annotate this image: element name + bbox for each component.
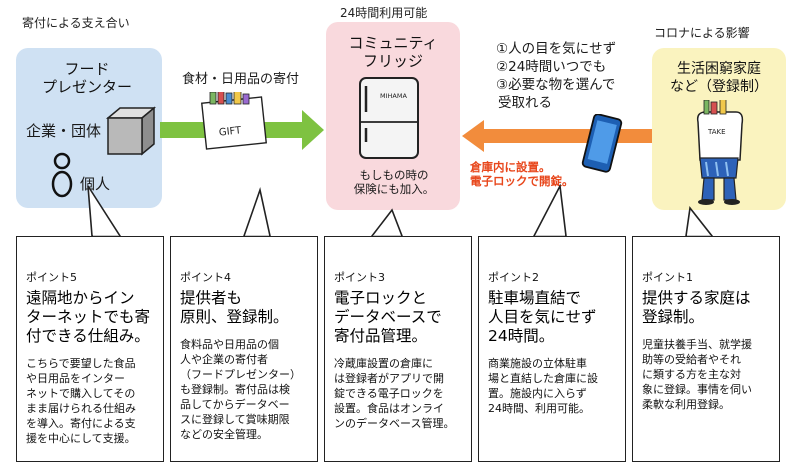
fridge-title: コミュニティ フリッジ (348, 34, 438, 70)
card-point-label: ポイント2 (488, 271, 539, 284)
donation-label: 食材・日用品の寄付 (182, 72, 300, 87)
fridge-brand: MIHAMA (380, 92, 407, 100)
left-caption: 寄付による支え合い (22, 16, 130, 30)
fridge-icon: MIHAMA (359, 77, 419, 159)
card-point-label: ポイント3 (334, 271, 385, 284)
donation-arrow: GIFT (160, 92, 324, 150)
center-caption: 24時間利用可能 (340, 6, 428, 20)
right-caption: コロナによる影響 (654, 26, 750, 40)
shopper-figure-icon: TAKE (696, 100, 744, 205)
point-card-5: ポイント5 遠隔地からイン ターネットでも寄 付できる仕組み。 こちらで要望した… (16, 236, 164, 462)
bag-text: TAKE (707, 128, 726, 136)
household-title: 生活困窮家庭 など（登録制） (670, 61, 768, 95)
food-presenter-title: フード プレゼンター (41, 60, 132, 96)
card-body: 商業施設の立体駐車 場と直結した倉庫に設 置。施設内に入らず 24時間、利用可能… (488, 357, 598, 415)
usage-item: ③必要な物を選んで (496, 77, 616, 93)
card-headline: 電子ロックと データベースで 寄付品管理。 (334, 289, 442, 345)
card-body: こちらで要望した食品 や日用品をインター ネットで購入してその まま届けられる仕… (26, 357, 136, 445)
usage-item: 受取れる (498, 95, 552, 111)
usage-item: ①人の目を気にせず (496, 41, 617, 57)
storage-note-line: 電子ロックで開錠。 (470, 174, 574, 188)
card-headline: 遠隔地からイン ターネットでも寄 付できる仕組み。 (26, 289, 151, 345)
card-headline: 提供する家庭は 登録制。 (642, 289, 751, 326)
card-point-label: ポイント4 (180, 271, 231, 284)
smartphone-icon (581, 114, 623, 173)
org-label: 企業・団体 (26, 122, 102, 140)
point-card-3: ポイント3 電子ロックと データベースで 寄付品管理。 冷蔵庫設置の倉庫に は登… (324, 236, 472, 462)
person-icon (51, 152, 73, 198)
card-point-label: ポイント1 (642, 271, 693, 284)
gift-text: GIFT (218, 125, 242, 138)
card-body: 冷蔵庫設置の倉庫に は登録者がアプリで開 錠できる電子ロックを 設置。食品はオン… (334, 357, 455, 430)
storage-note: 倉庫内に設置。 電子ロックで開錠。 (470, 160, 574, 188)
usage-list: ①人の目を気にせず ②24時間いつでも ③必要な物を選んで 受取れる (496, 40, 616, 112)
usage-item: ②24時間いつでも (496, 59, 607, 75)
card-headline: 提供者も 原則、登録制。 (180, 289, 289, 326)
card-point-label: ポイント5 (26, 271, 77, 284)
point-card-2: ポイント2 駐車場直結で 人目を気にせず 24時間。 商業施設の立体駐車 場と直… (478, 236, 626, 462)
card-body: 食料品や日用品の個 人や企業の寄付者 （フードプレゼンター） も登録制。寄付品は… (180, 338, 301, 441)
storage-note-line: 倉庫内に設置。 (470, 160, 551, 174)
box-icon (105, 106, 157, 156)
insurance-note: もしもの時の 保険にも加入。 (353, 168, 435, 196)
point-card-1: ポイント1 提供する家庭は 登録制。 児童扶養手当、就学援 助等の受給者やそれ … (632, 236, 780, 462)
card-body: 児童扶養手当、就学援 助等の受給者やそれ に類する方を主な対 象に登録。事情を伺… (642, 338, 752, 411)
card-headline: 駐車場直結で 人目を気にせず 24時間。 (488, 289, 597, 345)
point-card-4: ポイント4 提供者も 原則、登録制。 食料品や日用品の個 人や企業の寄付者 （フ… (170, 236, 318, 462)
usage-arrow (462, 120, 652, 152)
